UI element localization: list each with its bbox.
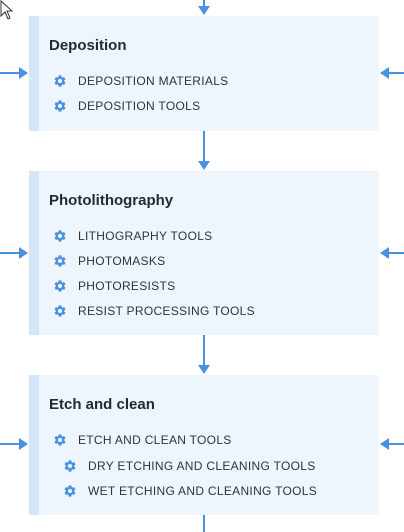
list-item[interactable]: LITHOGRAPHY TOOLS <box>53 226 212 246</box>
gear-icon <box>54 75 66 87</box>
gear-icon <box>54 305 66 317</box>
side-connector-right-1-arrowhead <box>380 67 389 79</box>
list-item[interactable]: DEPOSITION TOOLS <box>53 96 200 116</box>
list-item-label: WET ETCHING AND CLEANING TOOLS <box>88 484 318 498</box>
list-item-label: DEPOSITION TOOLS <box>78 99 201 113</box>
mouse-cursor-icon <box>0 0 14 20</box>
gear-icon <box>54 280 66 292</box>
list-item-label: RESIST PROCESSING TOOLS <box>78 304 255 318</box>
side-connector-right-3-arrowhead <box>380 438 389 450</box>
list-item-label: PHOTORESISTS <box>78 279 176 293</box>
side-connector-left-3-arrowhead <box>19 438 28 450</box>
stage-card-deposition: Deposition DEPOSITION MATERIALS DEPOSITI… <box>29 16 379 131</box>
list-item[interactable]: PHOTOMASKS <box>53 251 165 271</box>
connector-bottom <box>203 515 205 532</box>
side-connector-left-1 <box>0 72 20 74</box>
list-item-label: LITHOGRAPHY TOOLS <box>78 229 213 243</box>
side-connector-right-2 <box>388 252 404 254</box>
connector-top <box>203 0 205 8</box>
list-item-label: DEPOSITION MATERIALS <box>78 74 229 88</box>
side-connector-right-2-arrowhead <box>380 247 389 259</box>
side-connector-right-1 <box>388 72 404 74</box>
list-item[interactable]: ETCH AND CLEAN TOOLS <box>53 430 232 450</box>
side-connector-right-3 <box>388 443 404 445</box>
stage-card-etch-and-clean: Etch and clean ETCH AND CLEAN TOOLS DRY … <box>29 375 379 515</box>
side-connector-left-2 <box>0 252 20 254</box>
list-item-label: DRY ETCHING AND CLEANING TOOLS <box>88 459 316 473</box>
list-item[interactable]: PHOTORESISTS <box>53 276 175 296</box>
gear-icon <box>54 255 66 267</box>
connector-deposition-to-photolithography-arrowhead <box>198 161 210 170</box>
list-item[interactable]: DRY ETCHING AND CLEANING TOOLS <box>63 456 316 476</box>
stage-title: Deposition <box>49 37 127 54</box>
connector-photolithography-to-etch-arrowhead <box>198 365 210 374</box>
gear-icon <box>64 460 76 472</box>
connector-deposition-to-photolithography <box>203 131 205 163</box>
side-connector-left-2-arrowhead <box>19 247 28 259</box>
list-item-label: ETCH AND CLEAN TOOLS <box>78 433 232 447</box>
gear-icon <box>64 485 76 497</box>
gear-icon <box>54 230 66 242</box>
list-item-label: PHOTOMASKS <box>78 254 166 268</box>
stage-card-photolithography: Photolithography LITHOGRAPHY TOOLS PHOTO… <box>29 171 379 335</box>
gear-icon <box>54 100 66 112</box>
stage-title: Photolithography <box>49 192 174 209</box>
gear-icon <box>54 434 66 446</box>
list-item[interactable]: RESIST PROCESSING TOOLS <box>53 301 255 321</box>
list-item[interactable]: WET ETCHING AND CLEANING TOOLS <box>63 481 317 501</box>
connector-photolithography-to-etch <box>203 335 205 367</box>
connector-top-arrowhead <box>198 6 210 15</box>
side-connector-left-3 <box>0 443 20 445</box>
side-connector-left-1-arrowhead <box>19 67 28 79</box>
list-item[interactable]: DEPOSITION MATERIALS <box>53 71 228 91</box>
stage-title: Etch and clean <box>49 396 155 413</box>
